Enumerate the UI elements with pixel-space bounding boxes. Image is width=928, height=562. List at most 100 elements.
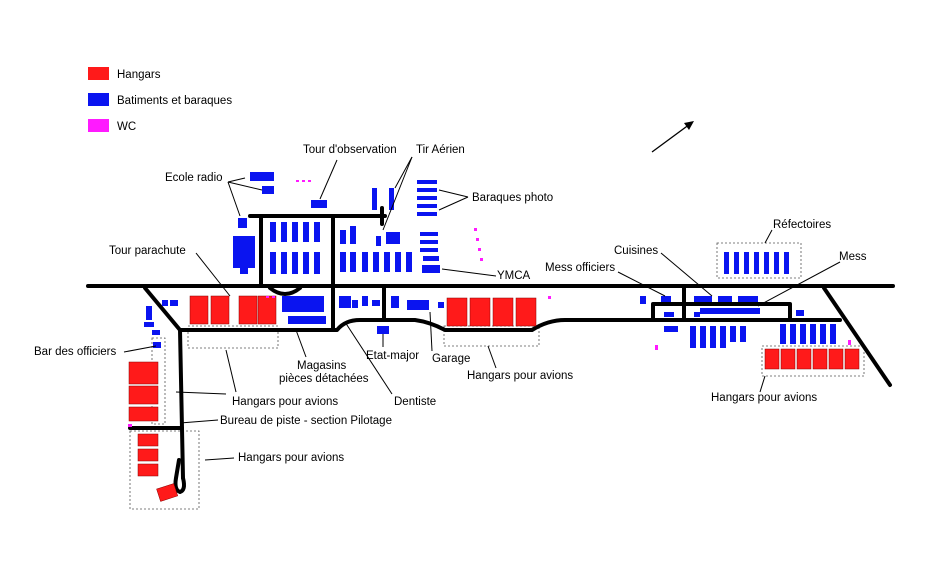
hangars-area-center [443, 325, 540, 347]
hangar [828, 348, 844, 370]
refectoire [774, 252, 779, 274]
leader-tour-observation [319, 159, 338, 200]
barrack [350, 252, 356, 272]
hangar [257, 295, 277, 325]
leader-bar-officiers [123, 345, 157, 353]
baraque-photo [417, 188, 437, 192]
mess-loop [651, 302, 792, 322]
barrack [710, 326, 716, 348]
barrack [780, 324, 786, 344]
barrack [730, 326, 736, 342]
wc [655, 345, 658, 350]
wc [480, 258, 483, 261]
wc [296, 180, 299, 182]
label-cuisines: Cuisines [614, 245, 658, 257]
parachute-road [268, 286, 302, 296]
wc [128, 424, 132, 427]
barrack [384, 252, 390, 272]
barrack [373, 252, 379, 272]
dashed-areas [129, 242, 865, 510]
barrack [314, 252, 320, 274]
baraque-photo [417, 204, 437, 208]
mess-building [700, 308, 760, 314]
mess-building [738, 296, 758, 302]
baraque-photo [417, 196, 437, 200]
legend-wc-label: WC [117, 121, 136, 133]
mess-officiers-building [661, 296, 671, 302]
garage-building [407, 300, 429, 310]
wc [302, 180, 305, 182]
label-tour-parachute: Tour parachute [109, 245, 186, 257]
label-garage: Garage [432, 353, 470, 365]
leader-hangars-center-left [225, 349, 237, 393]
ymca-building [422, 265, 440, 273]
hangars [128, 295, 860, 502]
building [391, 296, 399, 308]
barrack [303, 252, 309, 274]
barrack [340, 230, 346, 244]
hangar [515, 297, 537, 327]
leader-bureau-piste [179, 419, 219, 424]
hangar [446, 297, 468, 327]
barrack [720, 326, 726, 348]
diagonal-road-right [822, 286, 892, 387]
hangar [764, 348, 780, 370]
leader-hangars-center [487, 345, 497, 369]
refectoire [754, 252, 759, 274]
building [144, 322, 154, 327]
label-magasins-line1: Magasins [297, 360, 346, 372]
legend-hangars-label: Hangars [117, 69, 161, 81]
wc [478, 248, 481, 251]
refectoire [764, 252, 769, 274]
barrack [303, 222, 309, 242]
leader-baraques-photo [438, 189, 469, 198]
refectoires-area [716, 242, 802, 279]
baraque-photo [417, 180, 437, 184]
barrack [690, 326, 696, 348]
wc [266, 296, 269, 298]
barrack [830, 324, 836, 344]
label-hangars-avions-2: Hangars pour avions [467, 370, 573, 382]
tir-aerien-building [389, 188, 394, 210]
wc [848, 340, 851, 345]
leader-ecole-radio [227, 177, 246, 183]
label-hangars-avions-1: Hangars pour avions [232, 396, 338, 408]
barrack [395, 252, 401, 272]
building [170, 300, 178, 306]
barrack [314, 222, 320, 242]
hangars-area-center-left [187, 325, 279, 349]
hangar [492, 297, 514, 327]
building [664, 326, 678, 332]
tour-observation-building [311, 200, 327, 208]
building [796, 310, 804, 316]
leader-ecole-radio [227, 181, 263, 191]
leader-tir-aerien [394, 156, 413, 189]
barrack [292, 222, 298, 242]
refectoire [734, 252, 739, 274]
baraque-photo [417, 212, 437, 216]
building [386, 232, 400, 244]
service-road [143, 286, 842, 332]
barrack [270, 222, 276, 242]
leader-ecole-radio [227, 181, 241, 217]
building [162, 300, 168, 306]
legend-hangar-swatch [88, 67, 109, 80]
hangars-area-right [761, 345, 865, 377]
barrack [281, 222, 287, 242]
hangar [137, 463, 159, 477]
cuisines-building [694, 296, 712, 302]
building [372, 300, 380, 306]
building [339, 296, 351, 308]
hangar [844, 348, 860, 370]
wc [272, 296, 275, 298]
hangar [238, 295, 258, 325]
hangar [469, 297, 491, 327]
leader-hangars-left [204, 457, 235, 461]
building [352, 300, 358, 308]
leader-garage [429, 311, 433, 352]
building [718, 296, 732, 302]
barrack [292, 252, 298, 274]
baraque [420, 248, 438, 252]
legend-wc-swatch [88, 119, 109, 132]
